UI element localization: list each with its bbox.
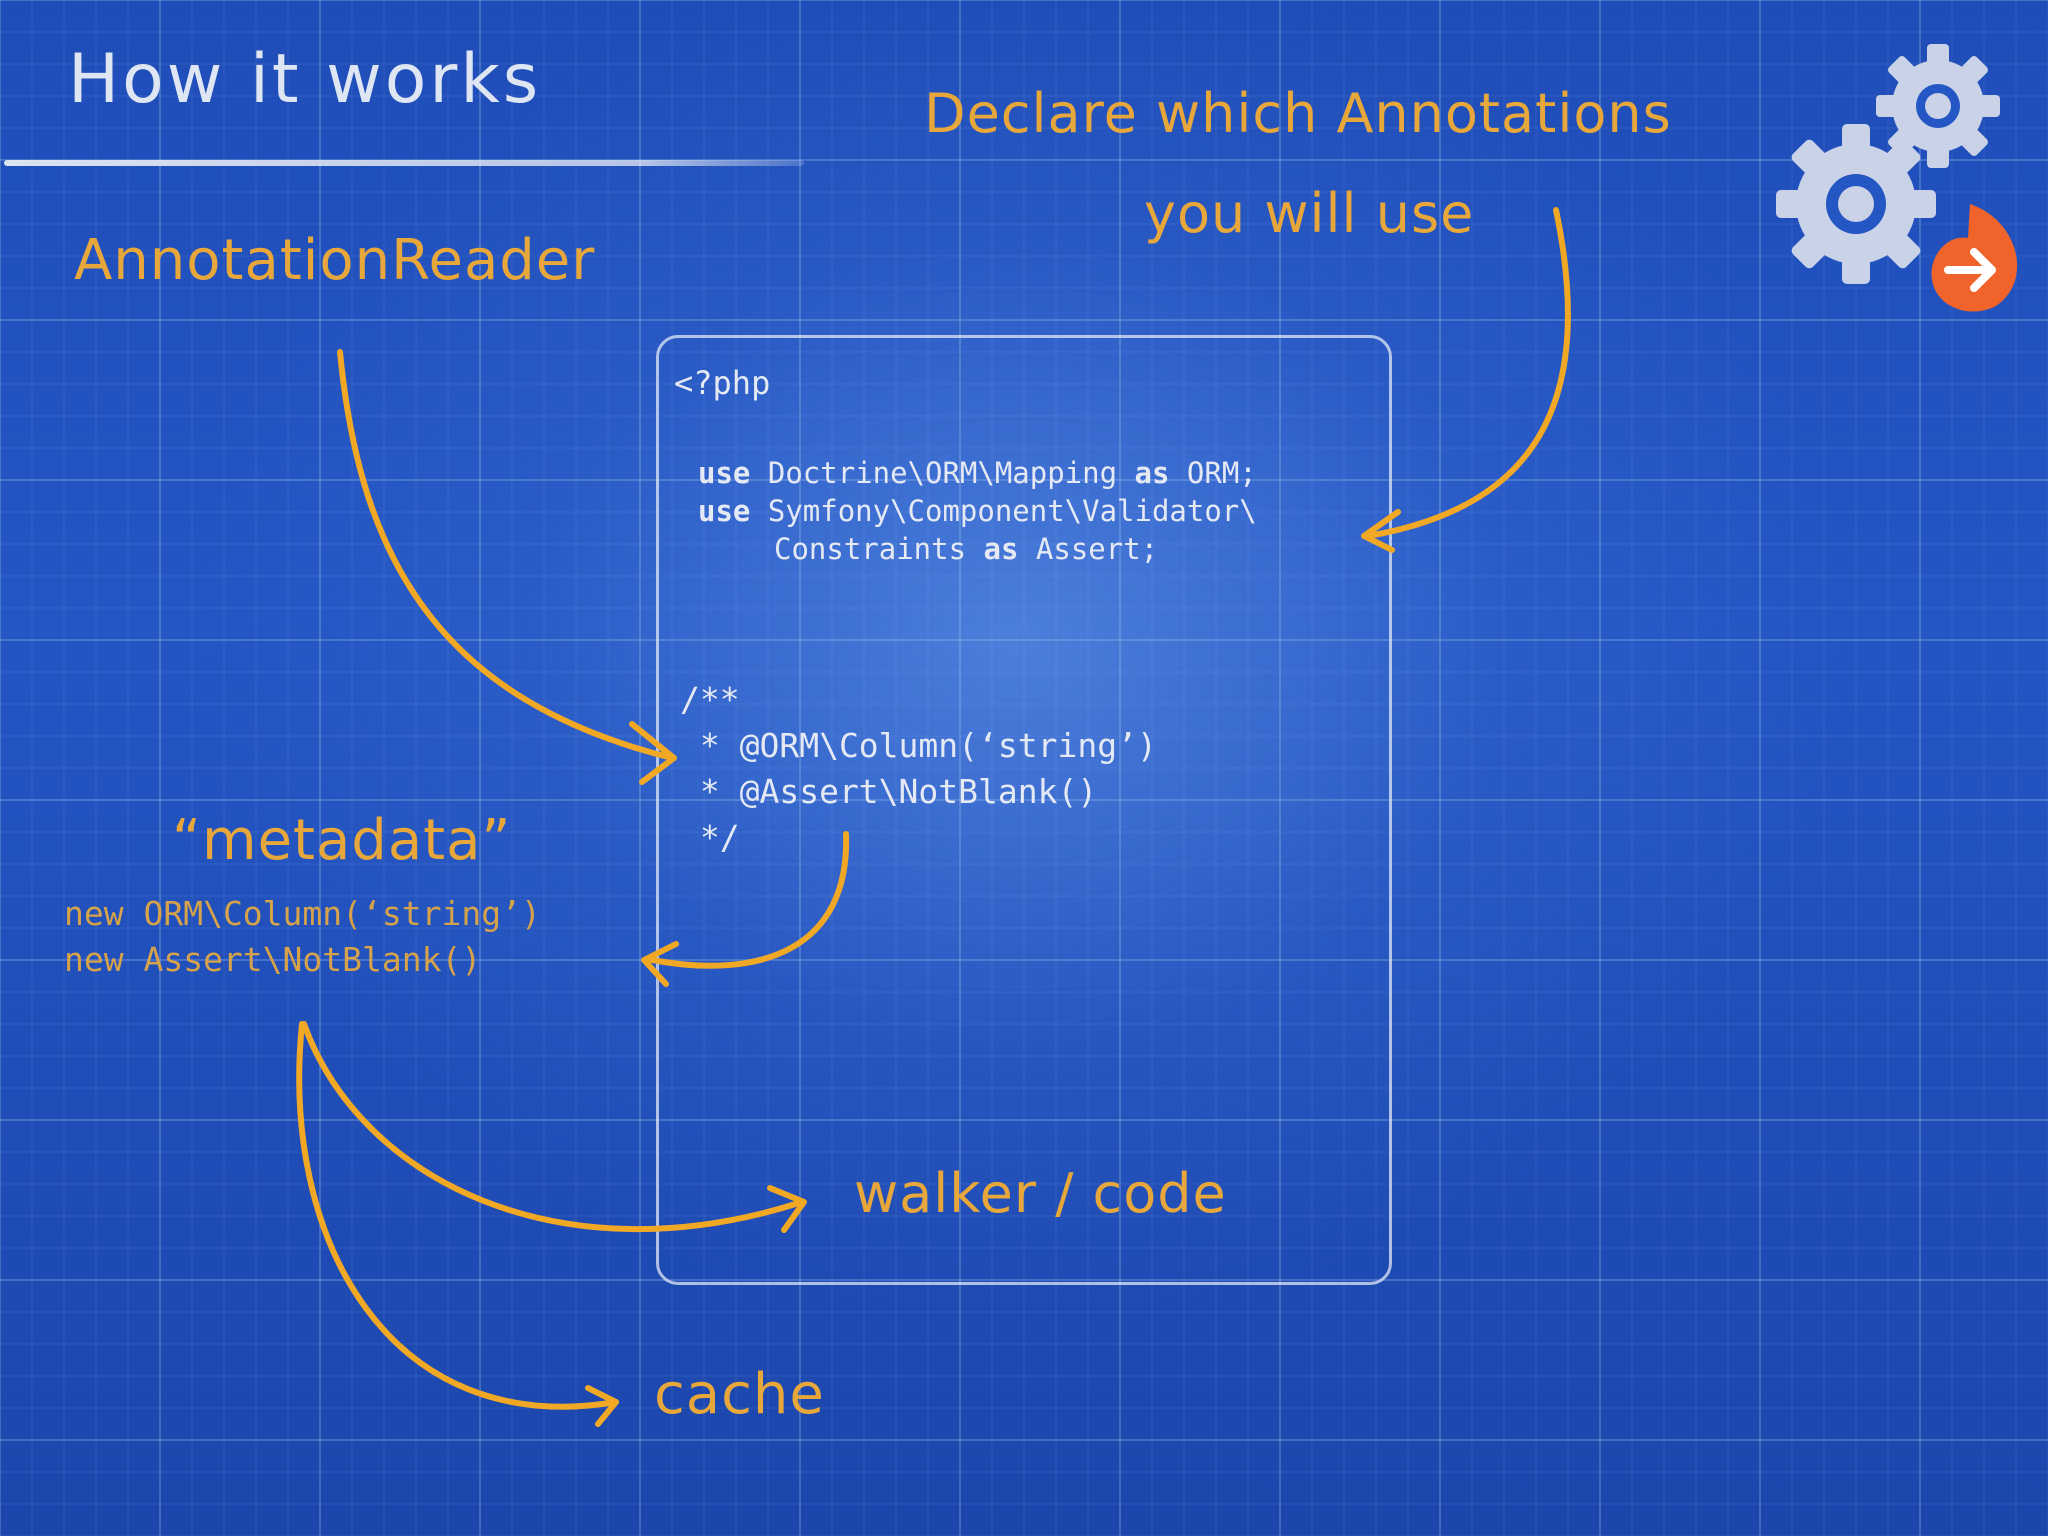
declare-annotations-label: Declare which Annotations (924, 82, 1672, 145)
use-statement-2-continued: Constraints as Assert; (774, 532, 1158, 566)
use-statement-2: use Symfony\Component\Validator\ (698, 494, 1257, 528)
small-gear-icon (1876, 44, 2000, 168)
use-2-path: Symfony\Component\Validator\ (767, 494, 1257, 528)
metadata-code-line-2: new Assert\NotBlank() (64, 940, 482, 979)
title-underline (4, 160, 804, 166)
docblock-close: */ (680, 818, 740, 857)
slide-title: How it works (68, 40, 542, 119)
use-statement-1: use Doctrine\ORM\Mapping as ORM; (698, 456, 1257, 490)
docblock-open: /** (680, 680, 740, 719)
large-gear-icon (1776, 124, 1936, 284)
docblock-orm-column: * @ORM\Column(‘string’) (680, 726, 1157, 765)
you-will-use-label: you will use (1144, 182, 1475, 245)
use-keyword: use (698, 456, 751, 490)
use-keyword: use (698, 494, 751, 528)
use-1-path: Doctrine\ORM\Mapping (767, 456, 1118, 490)
php-open-tag: <?php (674, 364, 771, 402)
arrow-right-icon (1931, 204, 2018, 312)
metadata-label: “metadata” (172, 808, 512, 873)
metadata-code-line-1: new ORM\Column(‘string’) (64, 894, 541, 933)
docblock-assert-notblank: * @Assert\NotBlank() (680, 772, 1098, 811)
as-keyword: as (1134, 456, 1170, 490)
use-2-alias: Assert; (1035, 532, 1159, 566)
annotation-reader-label: AnnotationReader (74, 228, 596, 293)
walker-code-label: walker / code (854, 1162, 1227, 1225)
use-2-continuation: Constraints (774, 532, 967, 566)
cache-label: cache (654, 1362, 825, 1427)
gears-icon (1776, 44, 2018, 312)
code-panel (656, 335, 1392, 1285)
use-1-alias: ORM; (1186, 456, 1257, 490)
as-keyword: as (983, 532, 1019, 566)
